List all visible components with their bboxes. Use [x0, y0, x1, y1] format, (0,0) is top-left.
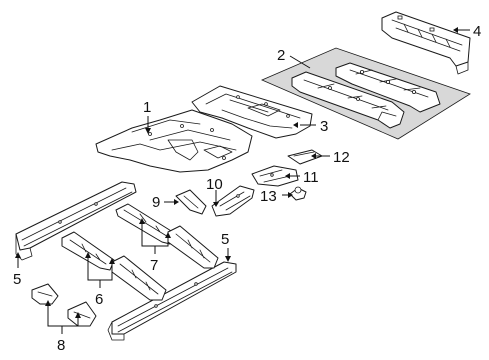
- callout-labels: 1 2 3 4 5 5 6 7 8 9 10 11 12 13: [13, 23, 481, 354]
- part-13-fastener: [289, 186, 307, 201]
- callout-11: 11: [303, 169, 319, 186]
- part-7-crossmember-right: [167, 225, 219, 269]
- callout-6: 6: [95, 291, 103, 308]
- part-4-rear-crossmember: [381, 11, 471, 75]
- callout-10: 10: [206, 176, 223, 193]
- callout-9: 9: [152, 194, 160, 211]
- callout-2: 2: [277, 47, 285, 64]
- callout-3: 3: [320, 118, 328, 135]
- part-11-support-bracket: [251, 165, 299, 187]
- callout-8: 8: [57, 337, 65, 354]
- part-8-bracket-right: [67, 301, 97, 327]
- callout-7: 7: [150, 257, 158, 274]
- part-2-crossmember-lower: [291, 71, 405, 129]
- callout-13: 13: [260, 188, 277, 205]
- callout-5-right: 5: [221, 231, 229, 248]
- part-5-right-sill-rail: [107, 261, 237, 341]
- leader-lines: [15, 27, 470, 334]
- part-12-bracket: [287, 149, 323, 165]
- part-2-group: [260, 47, 471, 140]
- part-5-left-sill-rail: [15, 181, 137, 261]
- callout-1: 1: [143, 99, 151, 116]
- callout-12: 12: [333, 149, 350, 166]
- part-1-front-floor-pan: [95, 109, 253, 173]
- part-10-seat-bracket: [211, 185, 255, 217]
- part-6-outrigger-left: [61, 231, 115, 271]
- callout-5-left: 5: [13, 271, 21, 288]
- part-9-brace: [175, 189, 207, 215]
- part-8-bracket-left: [31, 283, 59, 305]
- part-3-rear-floor-pan: [191, 85, 313, 139]
- part-2-crossmember-upper: [335, 62, 441, 113]
- callout-4: 4: [473, 23, 481, 40]
